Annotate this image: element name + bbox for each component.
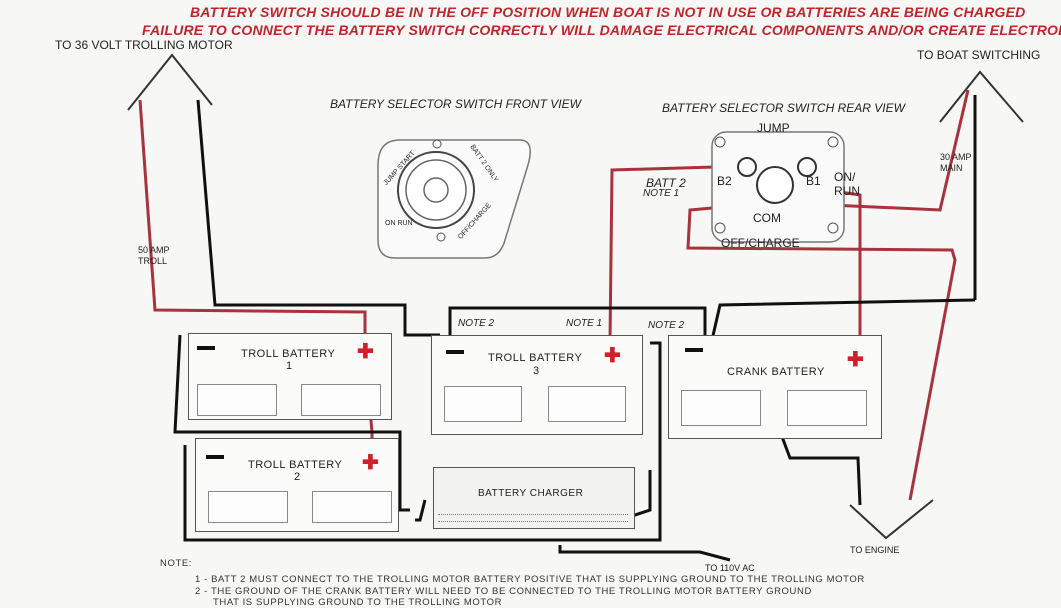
negative-terminal-icon (446, 350, 464, 354)
positive-terminal-icon: ✚ (604, 345, 621, 367)
positive-terminal-icon: ✚ (362, 452, 379, 474)
wire-note-2b: NOTE 2 (648, 320, 685, 331)
engine-label: TO ENGINE (850, 545, 900, 555)
main-fuse-label-1: 30 AMP (940, 152, 972, 162)
boat-switching-label: TO BOAT SWITCHING (917, 48, 1041, 62)
front-on-run: ON RUN (385, 220, 413, 227)
wire-note-1: NOTE 1 (566, 318, 603, 329)
crank-battery: ✚ CRANK BATTERY (668, 335, 882, 439)
rear-batt2-note-1: BATT 2 (646, 176, 686, 190)
rear-batt2-note-2: NOTE 1 (643, 188, 680, 199)
rear-b1: B1 (806, 174, 821, 188)
cell-panel (312, 491, 392, 523)
warning-line-1: BATTERY SWITCH SHOULD BE IN THE OFF POSI… (190, 4, 1026, 20)
troll-battery-2-num: 2 (294, 471, 301, 483)
crank-battery-name: CRANK BATTERY (727, 366, 825, 378)
troll-battery-3-num: 3 (533, 365, 540, 377)
troll-battery-1-num: 1 (286, 360, 293, 372)
troll-fuse-label-1: 50 AMP (138, 245, 170, 255)
rear-com: COM (753, 211, 781, 225)
cell-panel (301, 384, 381, 416)
positive-terminal-icon: ✚ (357, 341, 374, 363)
note-2-continued: THAT IS SUPPLYING GROUND TO THE TROLLING… (213, 597, 503, 608)
main-fuse-label-2: MAIN (940, 163, 963, 173)
boat-switching-arrow (939, 70, 1024, 123)
trolling-motor-arrow (127, 53, 213, 111)
front-switch-plate (377, 139, 531, 259)
rear-on-run-2: RUN (834, 184, 860, 198)
battery-charger-label: BATTERY CHARGER (478, 488, 584, 499)
rear-off-charge: OFF/CHARGE (721, 236, 800, 250)
troll-battery-2: ✚ TROLL BATTERY 2 (195, 438, 399, 532)
rear-jump: JUMP (757, 121, 790, 135)
cell-panel (444, 386, 522, 422)
cell-panel (197, 384, 277, 416)
trolling-motor-label: TO 36 VOLT TROLLING MOTOR (55, 38, 233, 52)
cell-panel (548, 386, 626, 422)
note-1: 1 - BATT 2 MUST CONNECT TO THE TROLLING … (195, 574, 865, 585)
troll-battery-2-name: TROLL BATTERY (248, 459, 343, 471)
notes-heading: NOTE: (160, 558, 193, 569)
rear-view-title: BATTERY SELECTOR SWITCH REAR VIEW (662, 101, 905, 115)
rear-switch (711, 131, 845, 243)
negative-terminal-icon (206, 455, 224, 459)
rear-b2: B2 (717, 174, 732, 188)
troll-battery-3: ✚ TROLL BATTERY 3 (431, 335, 643, 435)
cell-panel (681, 390, 761, 426)
troll-battery-3-name: TROLL BATTERY (488, 352, 583, 364)
warning-line-2: FAILURE TO CONNECT THE BATTERY SWITCH CO… (142, 22, 1061, 38)
front-view-title: BATTERY SELECTOR SWITCH FRONT VIEW (330, 97, 581, 111)
cell-panel (787, 390, 867, 426)
positive-terminal-icon: ✚ (847, 349, 864, 371)
rear-on-run-1: ON/ (834, 170, 856, 184)
battery-charger: BATTERY CHARGER (433, 467, 635, 529)
charger-terminal-strip (438, 514, 628, 522)
ac-label: TO 110V AC (705, 563, 755, 573)
troll-fuse-label-2: TROLL (138, 256, 168, 266)
note-2: 2 - THE GROUND OF THE CRANK BATTERY WILL… (195, 586, 812, 597)
troll-battery-1-name: TROLL BATTERY (241, 348, 336, 360)
engine-arrow (849, 499, 934, 540)
negative-terminal-icon (685, 348, 703, 352)
troll-battery-1: ✚ TROLL BATTERY 1 (188, 333, 392, 420)
cell-panel (208, 491, 288, 523)
negative-terminal-icon (197, 346, 215, 350)
wire-note-2a: NOTE 2 (458, 318, 495, 329)
